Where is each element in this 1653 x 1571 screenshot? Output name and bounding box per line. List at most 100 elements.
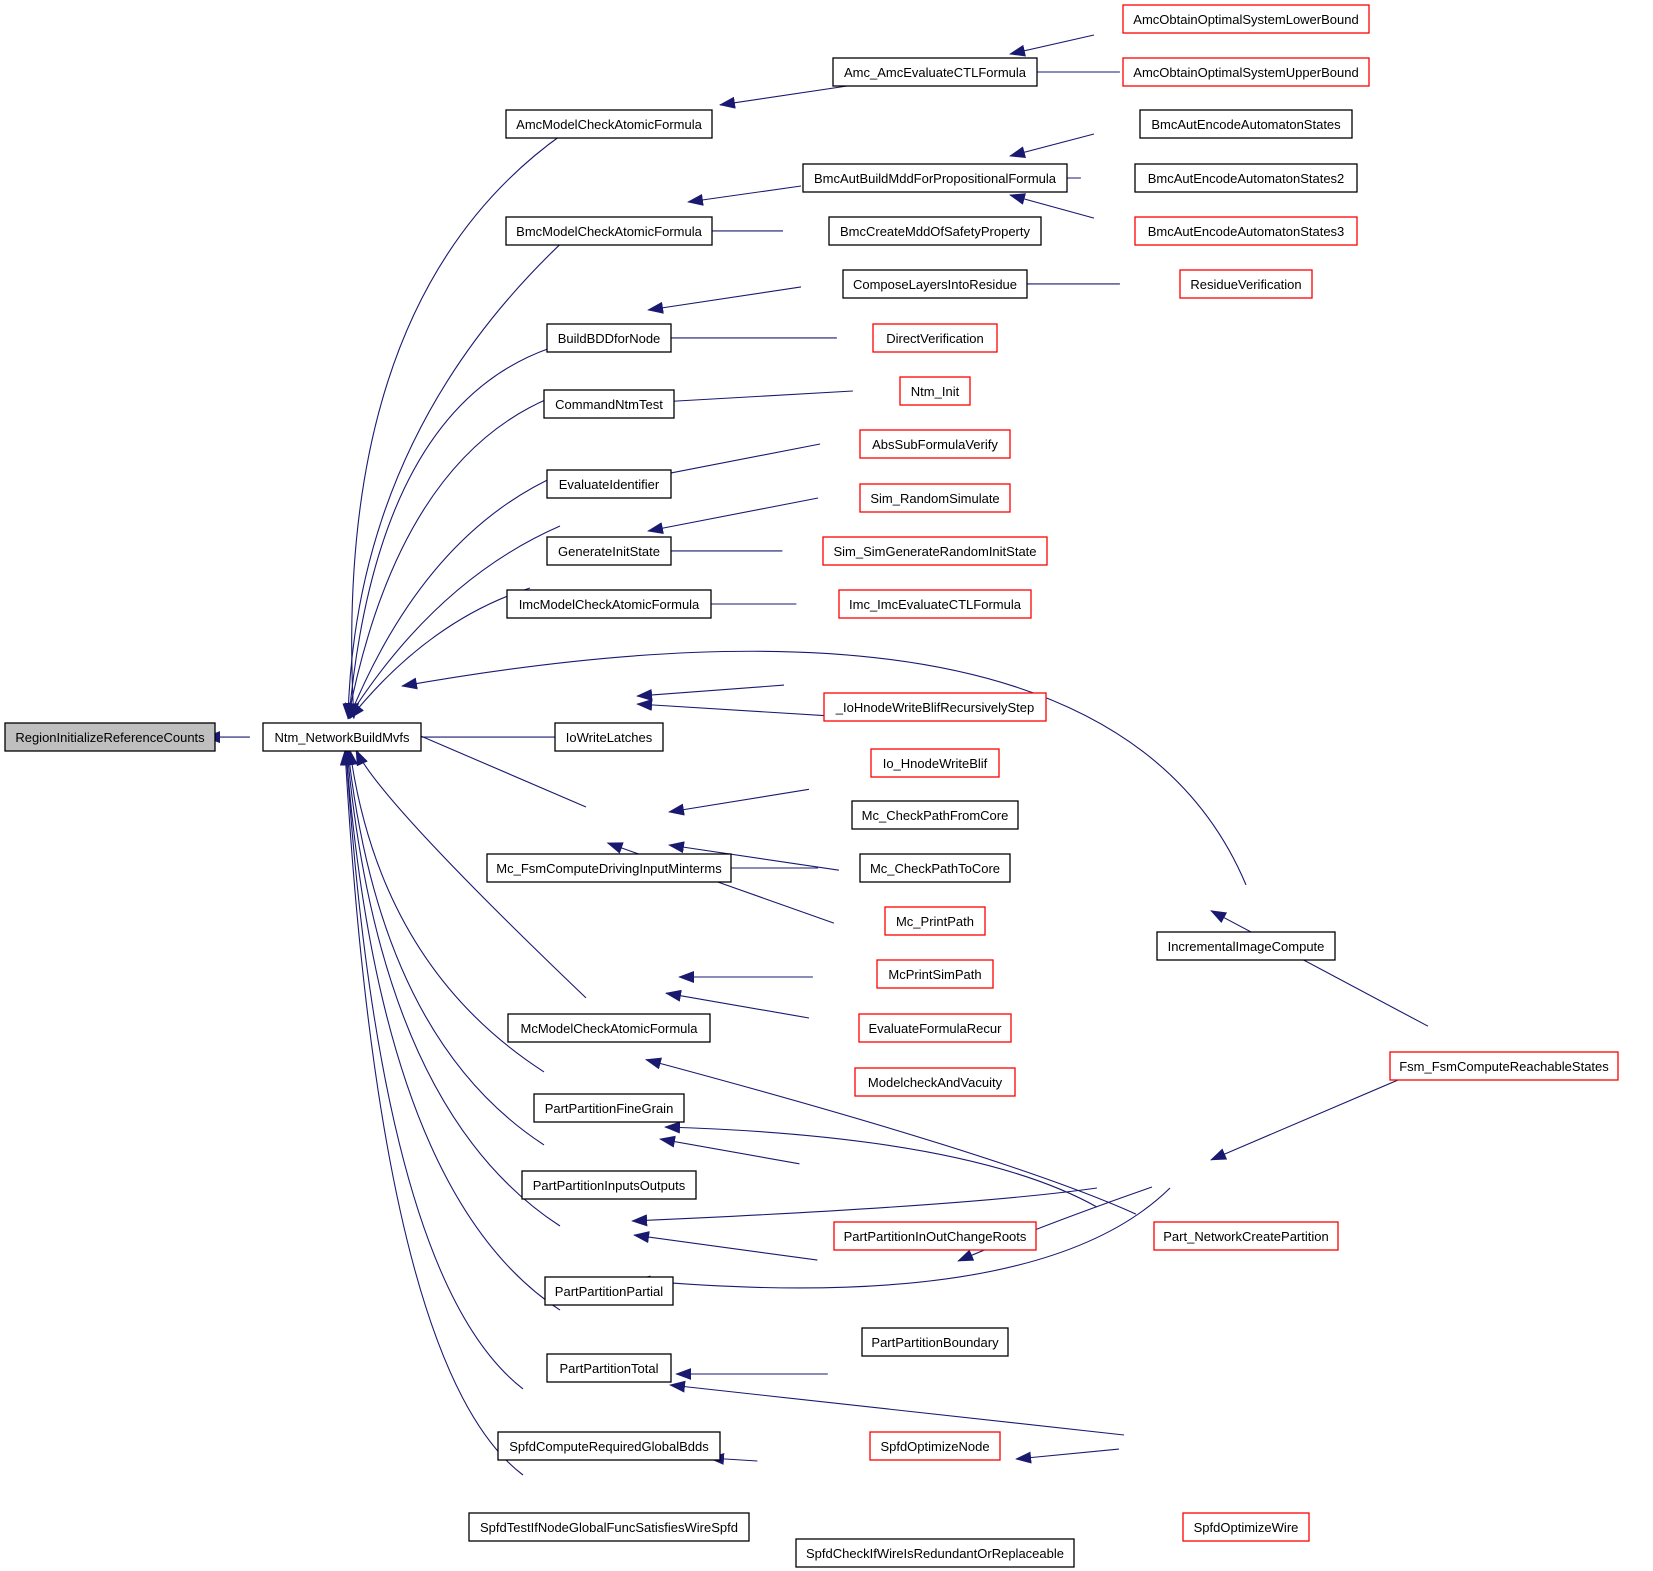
- node-mcPrint[interactable]: Mc_PrintPath: [884, 906, 986, 936]
- node-bmcEnc3[interactable]: BmcAutEncodeAutomatonStates3: [1134, 216, 1358, 246]
- node-root[interactable]: RegionInitializeReferenceCounts: [4, 722, 216, 752]
- node-amcUpper[interactable]: AmcObtainOptimalSystemUpperBound: [1122, 57, 1370, 87]
- node-label-mcMCAF: McModelCheckAtomicFormula: [521, 1021, 699, 1036]
- node-ppIO[interactable]: PartPartitionInputsOutputs: [521, 1170, 697, 1200]
- node-label-ppTotal: PartPartitionTotal: [560, 1361, 659, 1376]
- node-mcFrom[interactable]: Mc_CheckPathFromCore: [851, 800, 1019, 830]
- node-box-mcTo: [859, 853, 1011, 883]
- node-ppFine[interactable]: PartPartitionFineGrain: [533, 1093, 685, 1123]
- edge-bmcEnc3-to-bmcAutBuild: [1009, 193, 1095, 219]
- node-vacuity[interactable]: ModelcheckAndVacuity: [854, 1067, 1016, 1097]
- node-mcMCAF[interactable]: McModelCheckAtomicFormula: [507, 1013, 711, 1043]
- node-box-spfdReq: [497, 1431, 721, 1461]
- node-box-genInit: [546, 536, 672, 566]
- node-label-bmcEnc1: BmcAutEncodeAutomatonStates: [1151, 117, 1341, 132]
- node-box-bmcAutBuild: [802, 163, 1068, 193]
- node-simGen[interactable]: Sim_SimGenerateRandomInitState: [822, 536, 1048, 566]
- node-ppTotal[interactable]: PartPartitionTotal: [546, 1353, 672, 1383]
- node-bmcAutBuild[interactable]: BmcAutBuildMddForPropositionalFormula: [802, 163, 1068, 193]
- node-label-amcMCAF: AmcModelCheckAtomicFormula: [516, 117, 702, 132]
- node-partNet[interactable]: Part_NetworkCreatePartition: [1153, 1221, 1339, 1251]
- edge-mcFrom-to-mcFsm: [668, 788, 810, 816]
- node-box-ppTotal: [546, 1353, 672, 1383]
- node-mcSim[interactable]: McPrintSimPath: [876, 959, 994, 989]
- node-bmcMCAF[interactable]: BmcModelCheckAtomicFormula: [505, 216, 713, 246]
- node-ntm[interactable]: Ntm_NetworkBuildMvfs: [262, 722, 422, 752]
- node-label-imcMCAF: ImcModelCheckAtomicFormula: [519, 597, 700, 612]
- node-buildBDD[interactable]: BuildBDDforNode: [546, 323, 672, 353]
- node-spfdReq[interactable]: SpfdComputeRequiredGlobalBdds: [497, 1431, 721, 1461]
- node-label-direct: DirectVerification: [886, 331, 984, 346]
- node-spfdTest[interactable]: SpfdTestIfNodeGlobalFuncSatisfiesWireSpf…: [468, 1512, 750, 1542]
- node-label-simGen: Sim_SimGenerateRandomInitState: [833, 544, 1036, 559]
- node-genInit[interactable]: GenerateInitState: [546, 536, 672, 566]
- node-spfdCheck[interactable]: SpfdCheckIfWireIsRedundantOrReplaceable: [795, 1538, 1075, 1568]
- node-box-compose: [842, 269, 1028, 299]
- node-spfdNode[interactable]: SpfdOptimizeNode: [869, 1431, 1001, 1461]
- node-mcTo[interactable]: Mc_CheckPathToCore: [859, 853, 1011, 883]
- node-bmcEnc2[interactable]: BmcAutEncodeAutomatonStates2: [1134, 163, 1358, 193]
- node-fsmReach[interactable]: Fsm_FsmComputeReachableStates: [1389, 1051, 1619, 1081]
- node-ioBlif[interactable]: Io_HnodeWriteBlif: [870, 748, 1000, 778]
- node-box-simGen: [822, 536, 1048, 566]
- node-evalId[interactable]: EvaluateIdentifier: [546, 469, 672, 499]
- node-simRand[interactable]: Sim_RandomSimulate: [859, 483, 1011, 513]
- node-label-mcTo: Mc_CheckPathToCore: [870, 861, 1000, 876]
- node-box-imcMCAF: [506, 589, 712, 619]
- node-label-incImg: IncrementalImageCompute: [1168, 939, 1325, 954]
- node-imcEval[interactable]: Imc_ImcEvaluateCTLFormula: [838, 589, 1032, 619]
- node-imcMCAF[interactable]: ImcModelCheckAtomicFormula: [506, 589, 712, 619]
- node-ppInOut[interactable]: PartPartitionInOutChangeRoots: [833, 1221, 1037, 1251]
- node-label-buildBDD: BuildBDDforNode: [558, 331, 661, 346]
- node-box-ppIO: [521, 1170, 697, 1200]
- node-box-imcEval: [838, 589, 1032, 619]
- node-label-mcPrint: Mc_PrintPath: [896, 914, 974, 929]
- node-box-ntmInit: [899, 376, 971, 406]
- node-cmdNtm[interactable]: CommandNtmTest: [543, 389, 675, 419]
- edge-mcMCAF-to-ntm: [355, 749, 587, 999]
- node-spfdWire[interactable]: SpfdOptimizeWire: [1182, 1512, 1310, 1542]
- node-label-spfdNode: SpfdOptimizeNode: [880, 1439, 989, 1454]
- node-absSub[interactable]: AbsSubFormulaVerify: [859, 429, 1011, 459]
- node-label-mcFsm: Mc_FsmComputeDrivingInputMinterms: [496, 861, 722, 876]
- node-ioLatch[interactable]: IoWriteLatches: [554, 722, 664, 752]
- node-ioRec[interactable]: _IoHnodeWriteBlifRecursivelyStep: [823, 692, 1047, 722]
- node-label-ntmInit: Ntm_Init: [911, 384, 960, 399]
- node-bmcEnc1[interactable]: BmcAutEncodeAutomatonStates: [1139, 109, 1353, 139]
- edge-simRand-to-genInit: [647, 497, 819, 535]
- edge-spfdTest-to-ntm: [339, 749, 524, 1476]
- node-box-bmcSafety: [828, 216, 1042, 246]
- node-amcLower[interactable]: AmcObtainOptimalSystemLowerBound: [1122, 4, 1370, 34]
- node-box-ntm: [262, 722, 422, 752]
- node-label-ioLatch: IoWriteLatches: [566, 730, 653, 745]
- node-bmcSafety[interactable]: BmcCreateMddOfSafetyProperty: [828, 216, 1042, 246]
- edge-spfdReq-to-ntm: [340, 749, 524, 1390]
- edge-imcMCAF-to-ntm: [349, 587, 531, 720]
- node-incImg[interactable]: IncrementalImageCompute: [1156, 931, 1336, 961]
- node-box-cmdNtm: [543, 389, 675, 419]
- node-amcEval[interactable]: Amc_AmcEvaluateCTLFormula: [832, 57, 1038, 87]
- node-ppPartial[interactable]: PartPartitionPartial: [544, 1276, 674, 1306]
- node-residue[interactable]: ResidueVerification: [1179, 269, 1313, 299]
- node-label-mcSim: McPrintSimPath: [888, 967, 981, 982]
- node-ntmInit[interactable]: Ntm_Init: [899, 376, 971, 406]
- node-box-bmcEnc3: [1134, 216, 1358, 246]
- node-label-spfdCheck: SpfdCheckIfWireIsRedundantOrReplaceable: [806, 1546, 1064, 1561]
- node-box-simRand: [859, 483, 1011, 513]
- node-label-bmcMCAF: BmcModelCheckAtomicFormula: [516, 224, 702, 239]
- node-label-ppIO: PartPartitionInputsOutputs: [533, 1178, 686, 1193]
- node-mcFsm[interactable]: Mc_FsmComputeDrivingInputMinterms: [486, 853, 732, 883]
- edge-partNet-to-ppTotal: [634, 1187, 1171, 1289]
- node-direct[interactable]: DirectVerification: [872, 323, 998, 353]
- node-box-absSub: [859, 429, 1011, 459]
- edge-genInit-to-ntm: [347, 525, 561, 720]
- node-amcMCAF[interactable]: AmcModelCheckAtomicFormula: [505, 109, 713, 139]
- node-box-ioRec: [823, 692, 1047, 722]
- node-label-amcUpper: AmcObtainOptimalSystemUpperBound: [1133, 65, 1358, 80]
- node-compose[interactable]: ComposeLayersIntoResidue: [842, 269, 1028, 299]
- edge-ppIO-to-ntm: [343, 749, 545, 1146]
- node-ppBound[interactable]: PartPartitionBoundary: [861, 1327, 1009, 1357]
- node-evalRecur[interactable]: EvaluateFormulaRecur: [858, 1013, 1012, 1043]
- node-label-fsmReach: Fsm_FsmComputeReachableStates: [1399, 1059, 1609, 1074]
- edge-ppTotal-to-ntm: [341, 749, 561, 1311]
